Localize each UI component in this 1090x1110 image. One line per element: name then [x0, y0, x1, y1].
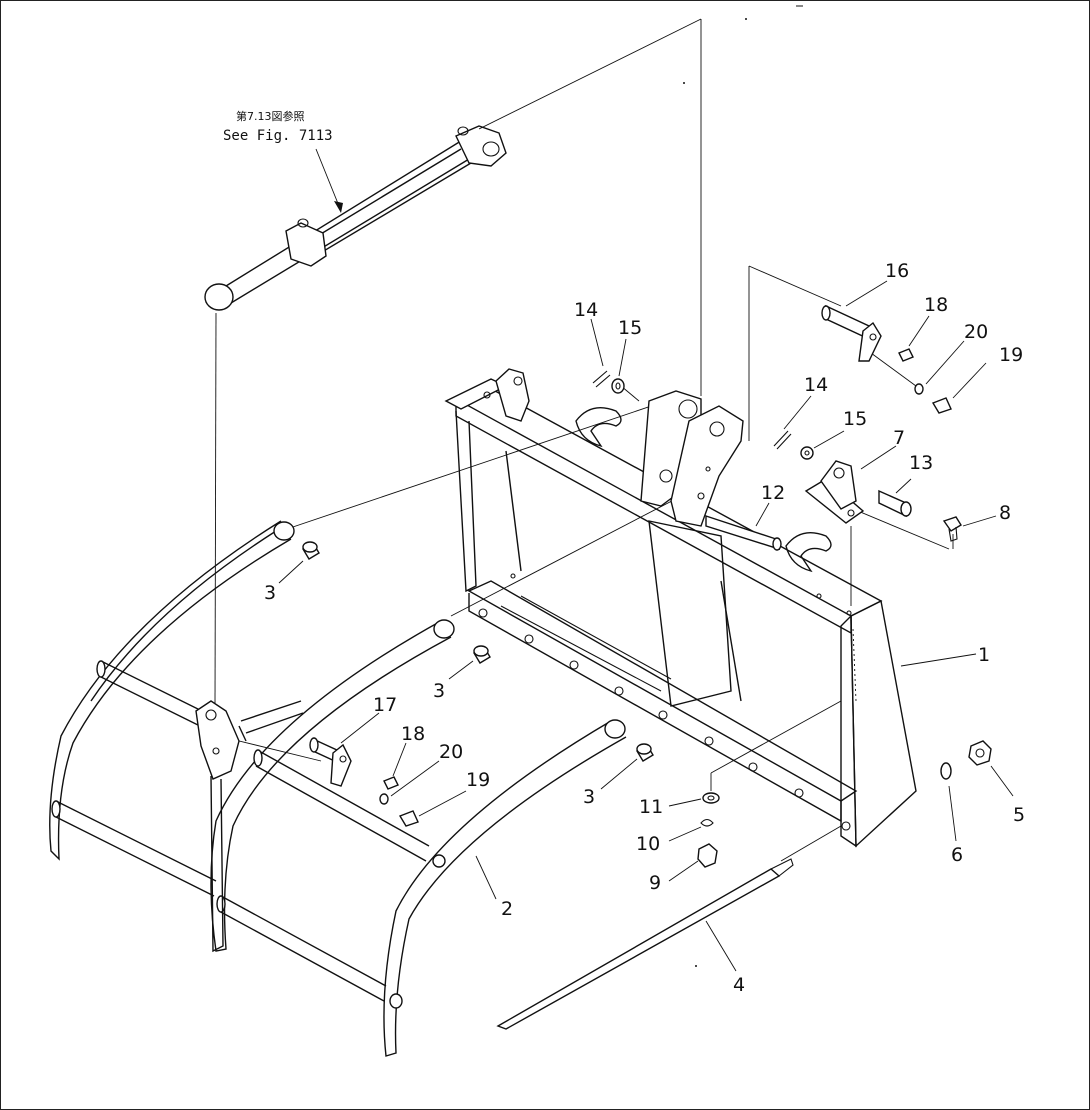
bracket-7 — [804, 460, 865, 524]
callout-14-left: 14 — [574, 299, 598, 321]
split-pin-14-left — [592, 370, 611, 388]
callout-10: 10 — [636, 833, 660, 855]
washer-20-upper — [914, 383, 924, 395]
callout-leaders — [278, 280, 1014, 972]
callout-8: 8 — [999, 502, 1011, 524]
callout-19-lower: 19 — [466, 769, 490, 791]
bolt-18-lower — [383, 776, 399, 790]
nut-5 — [968, 740, 992, 766]
callout-20-lower: 20 — [439, 741, 463, 763]
washer-11-leader — [710, 700, 842, 774]
main-frame — [444, 368, 917, 848]
tine-4 — [496, 868, 781, 1030]
bushing-3-middle — [473, 645, 491, 664]
callout-16: 16 — [885, 260, 909, 282]
cylinder-base-leader — [214, 312, 217, 707]
callout-19-upper: 19 — [999, 344, 1023, 366]
callout-20-upper: 20 — [964, 321, 988, 343]
nut-9 — [697, 843, 718, 868]
pin-12 — [705, 515, 782, 551]
callout-3-lower: 3 — [583, 786, 595, 808]
callout-15-right: 15 — [843, 408, 867, 430]
callout-18-upper: 18 — [924, 294, 948, 316]
callout-3-middle: 3 — [433, 680, 445, 702]
callout-17: 17 — [373, 694, 397, 716]
callout-2: 2 — [501, 898, 513, 920]
tine-4-tip — [770, 858, 794, 877]
hydraulic-cylinder — [204, 125, 507, 311]
callout-1: 1 — [978, 644, 990, 666]
callout-15-left: 15 — [618, 317, 642, 339]
callout-5: 5 — [1013, 804, 1025, 826]
split-pin-14-right — [773, 430, 792, 450]
reference-note-english: See Fig. 7113 — [223, 128, 333, 144]
bolt-19-lower — [398, 810, 419, 827]
bushing-3-lower — [636, 743, 654, 762]
bolt-8 — [942, 516, 962, 542]
callout-12: 12 — [761, 482, 785, 504]
fork-arms — [49, 520, 627, 1057]
bolt-19-upper — [931, 397, 952, 414]
callout-3-upper: 3 — [264, 582, 276, 604]
arm-middle-leader — [450, 490, 692, 617]
pin-17-leader — [230, 738, 322, 762]
reference-note-japanese: 第7.13図参照 — [236, 109, 305, 123]
tine-4-leader — [780, 825, 842, 862]
pin-16 — [821, 304, 882, 362]
washer-20-lower — [379, 793, 389, 805]
pin-17 — [309, 737, 352, 787]
washer-6 — [940, 762, 952, 780]
arm-upper-leader — [280, 395, 682, 532]
pin-16-washer-leader — [870, 352, 917, 387]
bolt-8-diagonal-leader — [845, 505, 950, 550]
callout-14-right: 14 — [804, 374, 828, 396]
cylinder-rod-leader — [478, 18, 702, 130]
bushing-3-upper — [302, 541, 320, 560]
pin-16-leader-diagonal — [748, 265, 842, 307]
washer-15-left — [611, 378, 625, 394]
callout-4: 4 — [733, 974, 745, 996]
pin-13 — [878, 489, 912, 518]
reference-arrow-line — [315, 148, 342, 212]
callout-18-lower: 18 — [401, 723, 425, 745]
lock-washer-10 — [700, 818, 714, 827]
callout-9: 9 — [649, 872, 661, 894]
washer-11 — [702, 792, 720, 804]
reference-arrow-head — [334, 201, 343, 213]
callout-13: 13 — [909, 452, 933, 474]
bolt-18-upper — [898, 348, 914, 362]
callout-6: 6 — [951, 844, 963, 866]
callout-7: 7 — [893, 427, 905, 449]
washer-15-right — [800, 446, 814, 460]
callout-11: 11 — [639, 796, 663, 818]
